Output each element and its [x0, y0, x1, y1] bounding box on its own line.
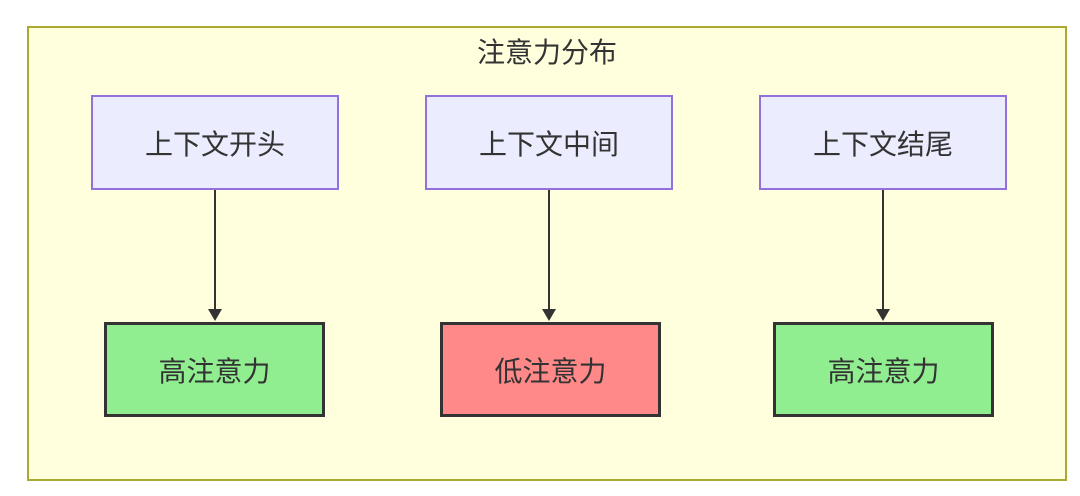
arrow-head-icon — [208, 309, 222, 321]
node-high-attention-left: 高注意力 — [104, 322, 325, 417]
node-context-middle: 上下文中间 — [425, 95, 673, 190]
attention-distribution-cluster: 注意力分布 上下文开头 高注意力 上下文中间 低注意力 上下文结尾 高注意力 — [27, 26, 1067, 481]
node-high-attention-right: 高注意力 — [773, 322, 994, 417]
cluster-title: 注意力分布 — [476, 37, 617, 68]
arrow-head-icon — [876, 309, 890, 321]
node-low-attention-middle: 低注意力 — [440, 322, 661, 417]
arrow-line — [882, 190, 884, 310]
arrow-line — [548, 190, 550, 310]
arrow-line — [214, 190, 216, 310]
node-context-beginning: 上下文开头 — [91, 95, 339, 190]
node-context-end: 上下文结尾 — [759, 95, 1007, 190]
arrow-head-icon — [542, 309, 556, 321]
arrow-beginning-to-attention — [207, 190, 223, 321]
arrow-end-to-attention — [875, 190, 891, 321]
arrow-middle-to-attention — [541, 190, 557, 321]
